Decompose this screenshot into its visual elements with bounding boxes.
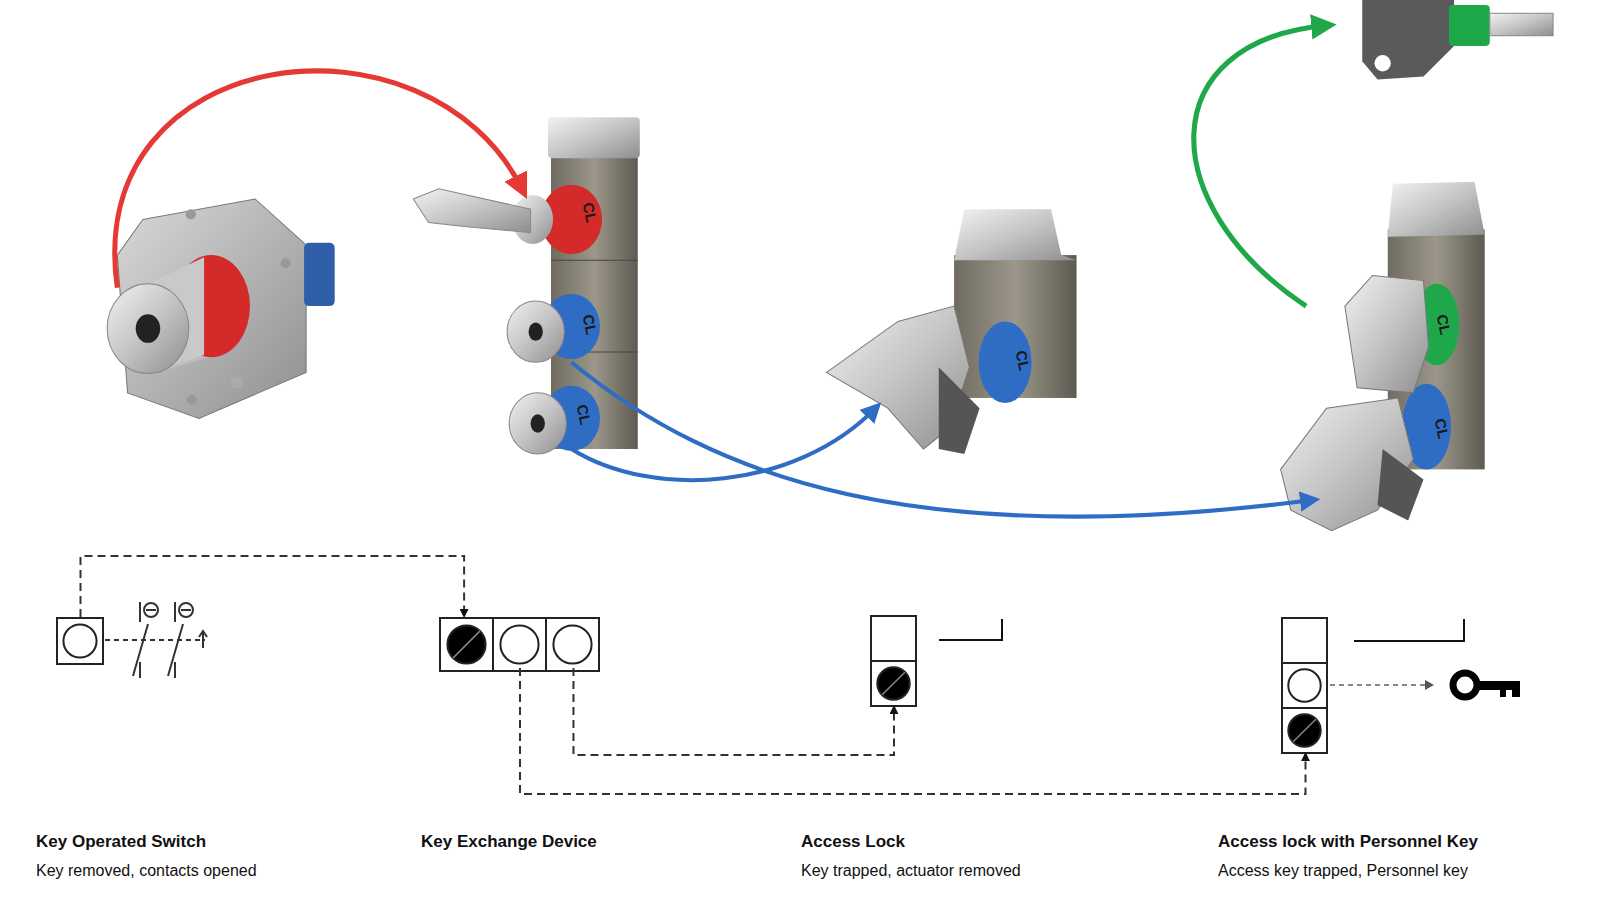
lock-symbol: Access lock with Personnel KeyAccess key…: [1281, 617, 1330, 753]
lock-code: CL: [574, 403, 595, 426]
lock-code: CL: [580, 201, 601, 224]
personnel-key-leader: [1425, 680, 1434, 690]
lock-symbol-outline: [870, 615, 918, 706]
lock-code: CL: [580, 313, 601, 336]
key-symbol: [1453, 673, 1520, 697]
key-transfer-arrow: [115, 71, 523, 288]
key-transfer-arrow: [571, 362, 1312, 516]
lock-code: CL: [1434, 313, 1455, 336]
lock-symbol-outline: [56, 617, 105, 663]
key-path-connector: [81, 556, 465, 617]
component-state: Key removed, contacts opened: [36, 862, 257, 880]
personnel-lock-render: [1281, 182, 1485, 531]
switch-contacts-symbol: [105, 602, 207, 678]
actuator-bracket: [1354, 619, 1464, 641]
key-path-connector: [573, 668, 894, 755]
component-heading: Key Operated Switch: [36, 832, 206, 852]
personnel-key-leader: [1330, 684, 1425, 686]
key-switch-render: [107, 199, 335, 418]
key-transfer-arrow: [571, 408, 875, 480]
lock-symbol-outline: [1281, 617, 1330, 753]
component-heading: Key Exchange Device: [421, 832, 597, 852]
key-exchange-render: [413, 117, 640, 454]
key-transfer-arrow: [1194, 26, 1327, 307]
lock-symbol: Access LockKey trapped, actuator removed: [870, 615, 918, 706]
component-heading: Access lock with Personnel Key: [1218, 832, 1478, 852]
lock-code: CL: [1432, 417, 1453, 440]
component-heading: Access Lock: [801, 832, 905, 852]
personnel-key-render: [1362, 0, 1553, 80]
lock-code: CL: [1013, 349, 1034, 372]
component-state: Key trapped, actuator removed: [801, 862, 1021, 880]
key-path-connector: [520, 668, 1306, 794]
actuator-bracket: [939, 619, 1002, 640]
lock-symbol: Key Exchange Device: [439, 617, 601, 668]
lock-symbol: Key Operated SwitchKey removed, contacts…: [56, 617, 105, 663]
component-state: Access key trapped, Personnel key: [1218, 862, 1468, 880]
lock-symbol-outline: [439, 617, 601, 668]
